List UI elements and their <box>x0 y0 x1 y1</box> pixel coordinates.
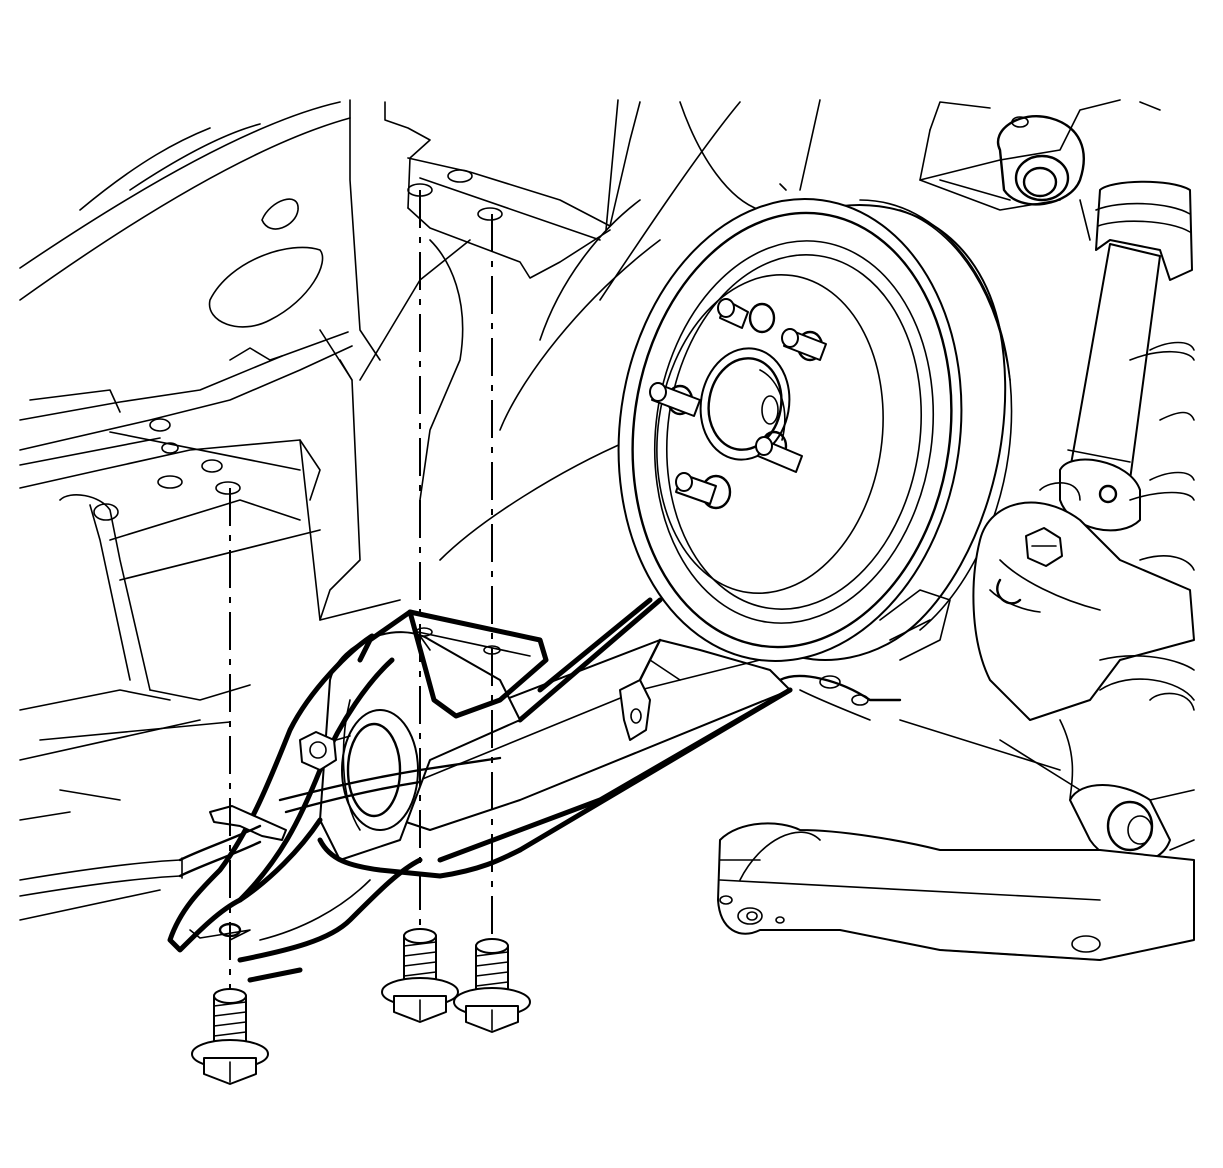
rear-knuckle <box>899 341 1195 864</box>
rear-axle-beam <box>317 597 793 879</box>
bolt-3 <box>453 938 531 1033</box>
lower-control-arm <box>717 822 1195 961</box>
rear-shock-absorber <box>1039 180 1193 532</box>
bolt-centerlines <box>229 190 493 990</box>
bolt-2 <box>381 928 459 1023</box>
wheel-studs <box>649 298 827 510</box>
rear-brake-drum <box>617 198 1013 721</box>
vehicle-body <box>19 99 1161 921</box>
bolt-1 <box>191 988 269 1085</box>
